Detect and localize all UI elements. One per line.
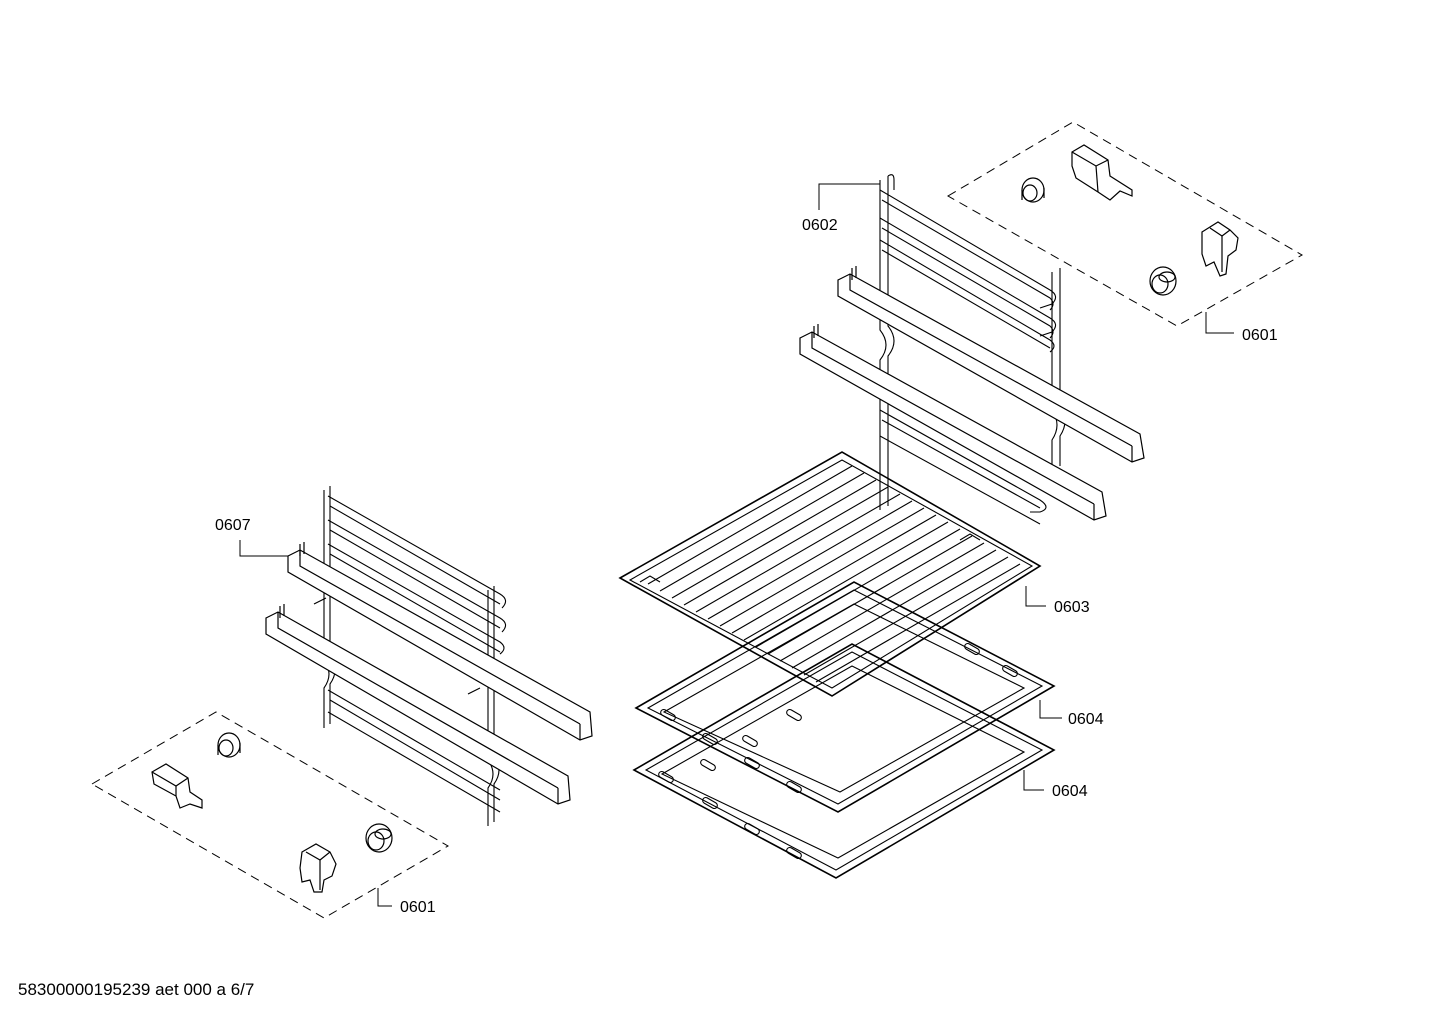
baking-tray-lower: 0604 (632, 643, 1088, 879)
telescopic-rail-right-lower (799, 324, 1107, 521)
baking-tray-upper: 0604 (634, 581, 1104, 813)
grid-shelf-wires (647, 465, 1021, 683)
label-grid-shelf: 0603 (1054, 599, 1090, 616)
bracket-clip-left (151, 763, 203, 809)
bushing-right-lower (1149, 266, 1177, 296)
tray-upper-slots (660, 642, 1018, 794)
clips-right-group: 0601 (947, 121, 1304, 344)
latch-left (299, 843, 337, 893)
tray-lower-slots (658, 708, 802, 860)
label-clips-right: 0601 (1242, 327, 1278, 344)
label-rail-left: 0607 (215, 517, 251, 534)
clips-left-group: 0601 (91, 711, 449, 919)
bracket-clip-right-upper (1071, 144, 1133, 201)
bushing-left-lower (365, 823, 393, 853)
telescopic-rail-left-lower (265, 604, 571, 805)
latch-right (1201, 221, 1239, 277)
document-id: 58300000195239 aet 000 a 6/7 (18, 980, 255, 999)
rail-assembly-left: 0607 (215, 486, 593, 826)
bushing-right-upper (1021, 177, 1045, 203)
label-tray-lower: 0604 (1052, 783, 1088, 800)
label-clips-left: 0601 (400, 899, 436, 916)
label-tray-upper: 0604 (1068, 711, 1104, 728)
rail-assembly-right: 0602 (799, 174, 1145, 525)
telescopic-rail-right-upper (837, 266, 1145, 463)
label-rail-right: 0602 (802, 217, 838, 234)
telescopic-rail-left-upper (287, 542, 593, 741)
bushing-left-upper (217, 732, 241, 758)
